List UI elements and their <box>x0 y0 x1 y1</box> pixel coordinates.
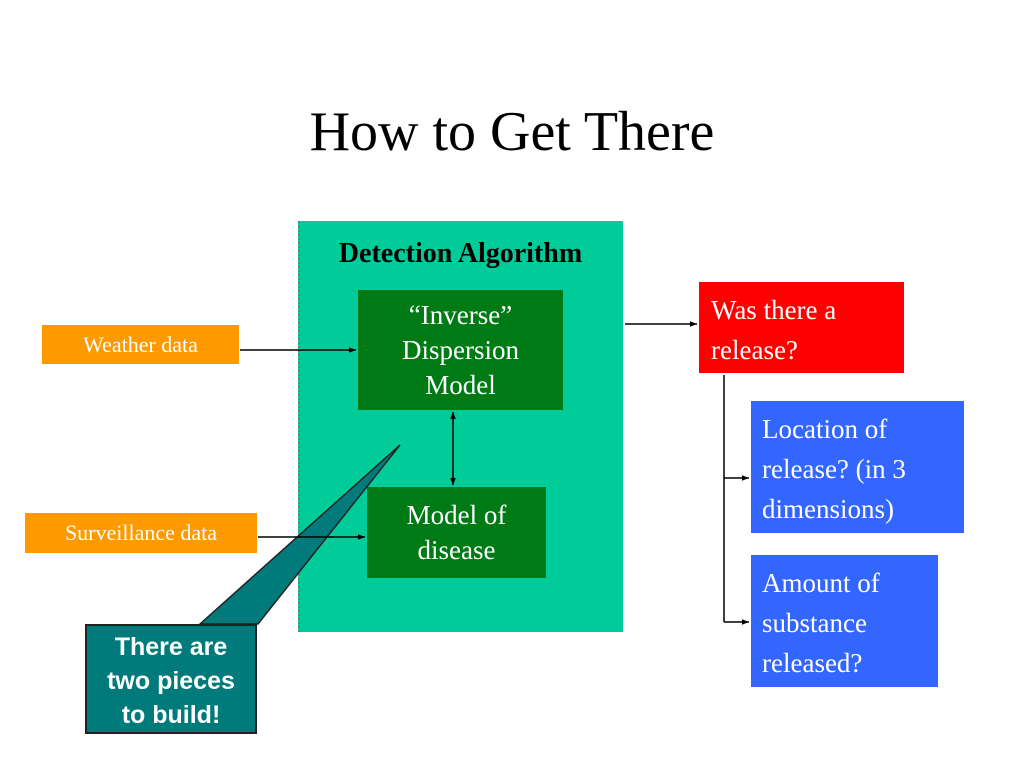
amount-question-box: Amount of substance released? <box>751 555 938 687</box>
inverse-model-line-1: “Inverse” <box>408 299 513 330</box>
disease-model-line-2: disease <box>417 534 496 565</box>
weather-data-box: Weather data <box>42 325 239 364</box>
amount-line-2: substance <box>762 608 867 638</box>
disease-model-line-1: Model of <box>406 499 507 530</box>
detection-algorithm-label: Detection Algorithm <box>338 238 583 269</box>
callout-line-1: There are <box>114 633 228 661</box>
release-line-1: Was there a <box>711 295 837 325</box>
release-question-box: Was there a release? <box>699 282 904 373</box>
location-line-2: release? (in 3 <box>762 454 906 484</box>
slide-title: How to Get There <box>309 101 715 163</box>
weather-data-label: Weather data <box>83 331 198 357</box>
surveillance-data-label: Surveillance data <box>64 520 218 545</box>
amount-line-1: Amount of <box>762 568 880 598</box>
callout-line-3: to build! <box>121 701 221 729</box>
location-line-3: dimensions) <box>762 494 894 524</box>
inverse-dispersion-model-box: “Inverse” Dispersion Model <box>358 290 563 410</box>
release-line-2: release? <box>711 335 798 365</box>
amount-line-3: released? <box>762 648 863 678</box>
surveillance-data-box: Surveillance data <box>25 513 257 553</box>
location-line-1: Location of <box>762 414 888 444</box>
callout-box: There are two pieces to build! <box>85 624 257 734</box>
model-of-disease-box: Model of disease <box>367 487 546 578</box>
inverse-model-line-3: Model <box>425 369 496 400</box>
callout-line-2: two pieces <box>107 667 235 695</box>
location-question-box: Location of release? (in 3 dimensions) <box>751 401 964 533</box>
callout-pointer <box>198 444 401 625</box>
inverse-model-line-2: Dispersion <box>402 334 519 365</box>
